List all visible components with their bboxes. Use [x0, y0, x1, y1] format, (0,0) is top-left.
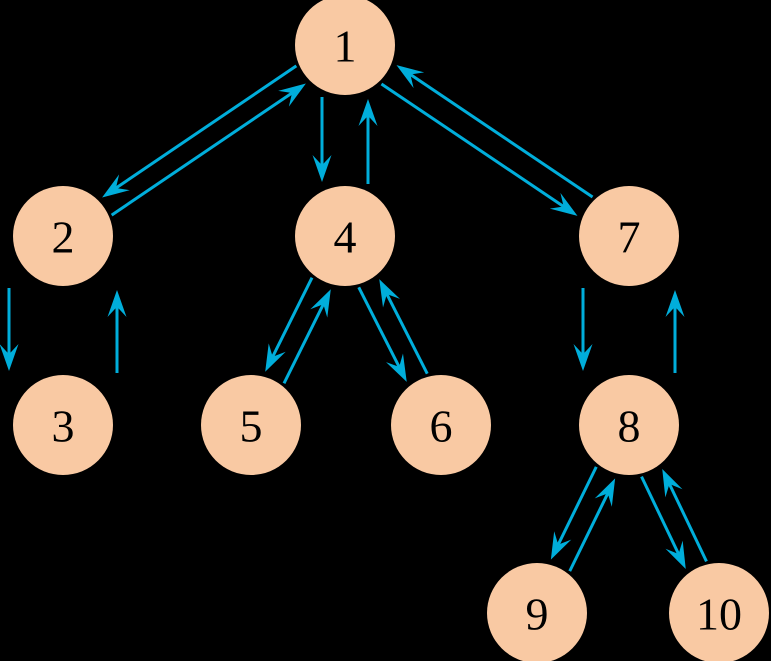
graph-edge-4-to-5 [265, 276, 314, 372]
node-circle[interactable] [391, 375, 491, 475]
edge-arrowhead [665, 290, 685, 317]
graph-edge-4-to-1 [358, 99, 378, 184]
graph-node-7[interactable]: 7 [579, 186, 679, 286]
edge-arrowhead [594, 478, 616, 507]
graph-edge-10-to-8 [662, 468, 708, 562]
graph-edge-3-to-2 [107, 290, 127, 373]
node-layer: 1 2 4 7 3 5 6 8 9 10 [13, 0, 769, 661]
graph-node-5[interactable]: 5 [201, 375, 301, 475]
node-circle[interactable] [295, 186, 395, 286]
node-label: 10 [696, 589, 742, 640]
edge-shaft [269, 276, 314, 361]
edge-arrowhead [0, 344, 19, 371]
graph-node-8[interactable]: 8 [579, 375, 679, 475]
graph-node-9[interactable]: 9 [487, 563, 587, 661]
edge-shaft [112, 64, 298, 192]
node-label: 7 [618, 212, 641, 263]
edge-arrowhead [573, 344, 593, 371]
graph-edge-2-to-1 [110, 83, 306, 217]
edge-shaft [666, 480, 708, 562]
edge-arrowhead [550, 531, 572, 560]
node-label: 1 [334, 21, 357, 72]
node-circle[interactable] [13, 186, 113, 286]
graph-edge-8-to-10 [640, 476, 686, 570]
edge-layer [0, 64, 708, 572]
node-label: 2 [52, 212, 75, 263]
edge-arrowhead [102, 174, 130, 198]
edge-shaft [383, 290, 429, 375]
graph-node-4[interactable]: 4 [295, 186, 395, 286]
edge-shaft [110, 89, 296, 217]
edge-shaft [380, 82, 568, 210]
edge-arrowhead [549, 192, 578, 216]
node-circle[interactable] [579, 375, 679, 475]
node-label: 6 [430, 401, 453, 452]
edge-arrowhead [386, 353, 407, 382]
graph-edge-9-to-8 [568, 478, 616, 572]
graph-edge-6-to-4 [379, 279, 429, 375]
graph-node-2[interactable]: 2 [13, 186, 113, 286]
node-circle[interactable] [579, 186, 679, 286]
node-label: 5 [240, 401, 263, 452]
node-label: 9 [526, 589, 549, 640]
node-label: 3 [52, 401, 75, 452]
edge-arrowhead [278, 83, 306, 107]
edge-arrowhead [265, 343, 286, 372]
graph-node-3[interactable]: 3 [13, 375, 113, 475]
graph-edge-2-to-3 [0, 288, 19, 371]
graph-edge-1-to-2 [102, 64, 298, 198]
graph-node-10[interactable]: 10 [669, 563, 769, 661]
edge-arrowhead [107, 290, 127, 317]
edge-arrowhead [358, 99, 378, 126]
edge-arrowhead [379, 279, 400, 308]
edge-arrowhead [312, 155, 332, 182]
edge-shaft [568, 489, 611, 572]
node-circle[interactable] [669, 563, 769, 661]
graph-edge-7-to-1 [396, 65, 594, 199]
edge-shaft [357, 286, 403, 371]
edge-arrowhead [662, 468, 683, 498]
graph-edge-8-to-7 [665, 290, 685, 373]
node-label: 8 [618, 401, 641, 452]
graph-edge-7-to-8 [573, 288, 593, 371]
edge-arrowhead [396, 65, 425, 89]
graph-node-1[interactable]: 1 [295, 0, 395, 95]
node-circle[interactable] [295, 0, 395, 95]
graph-edge-4-to-6 [357, 286, 407, 382]
graph-edge-1-to-7 [380, 82, 578, 216]
edge-shaft [282, 300, 327, 385]
edge-shaft [406, 71, 594, 199]
edge-shaft [555, 466, 598, 549]
node-label: 4 [334, 212, 357, 263]
edge-arrowhead [310, 289, 331, 318]
node-circle[interactable] [487, 563, 587, 661]
graph-edge-1-to-4 [312, 97, 332, 182]
graph-edge-5-to-4 [282, 289, 331, 385]
edge-shaft [640, 476, 682, 558]
graph-node-6[interactable]: 6 [391, 375, 491, 475]
edge-arrowhead [665, 540, 686, 570]
node-circle[interactable] [13, 375, 113, 475]
graph-edge-8-to-9 [550, 466, 598, 560]
node-circle[interactable] [201, 375, 301, 475]
